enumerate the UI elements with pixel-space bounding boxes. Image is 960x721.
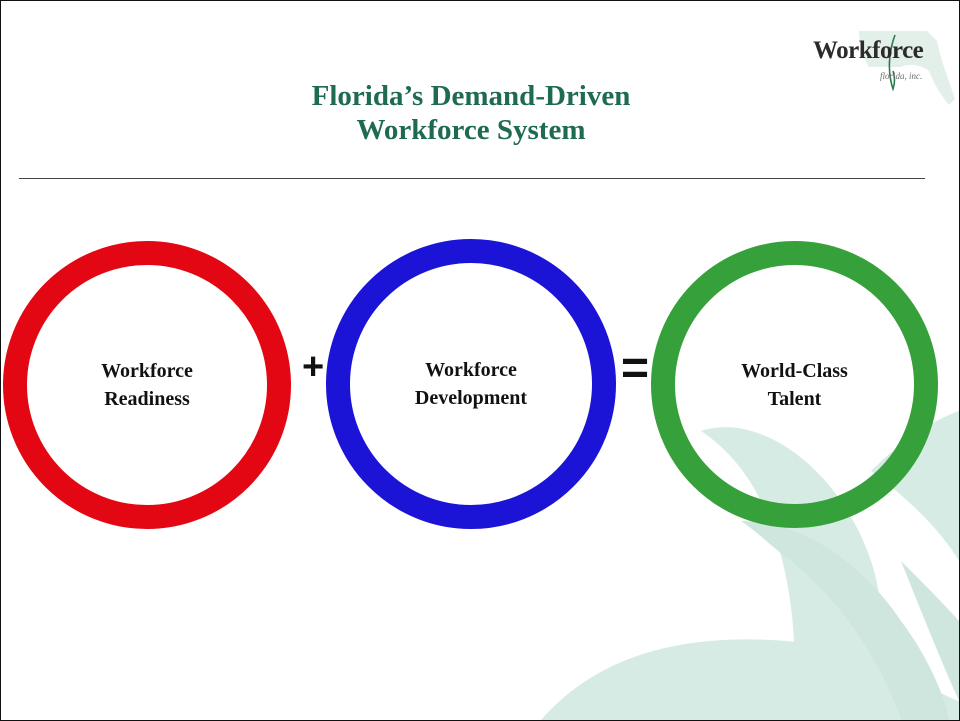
florida-outline-icon — [859, 31, 955, 105]
workforce-florida-logo: Workforce florida, inc. — [809, 27, 959, 107]
slide-title: Florida’s Demand-Driven Workforce System — [201, 79, 741, 147]
equals-operator: = — [621, 342, 650, 395]
plus-operator: + — [302, 346, 325, 388]
title-line-2: Workforce System — [356, 114, 586, 146]
workforce-development-circle: Workforce Development — [326, 239, 616, 529]
title-line-1: Florida’s Demand-Driven — [311, 80, 631, 112]
logo-subtext: florida, inc. — [880, 71, 923, 81]
world-class-talent-label: World-Class Talent — [741, 359, 848, 410]
logo-wordmark: Workforce — [813, 37, 924, 64]
workforce-readiness-label: Workforce Readiness — [101, 360, 193, 410]
workforce-readiness-circle: Workforce Readiness — [3, 241, 291, 529]
title-divider — [19, 178, 925, 179]
world-class-talent-circle: World-Class Talent — [651, 241, 938, 528]
workforce-development-label: Workforce Development — [414, 359, 528, 409]
